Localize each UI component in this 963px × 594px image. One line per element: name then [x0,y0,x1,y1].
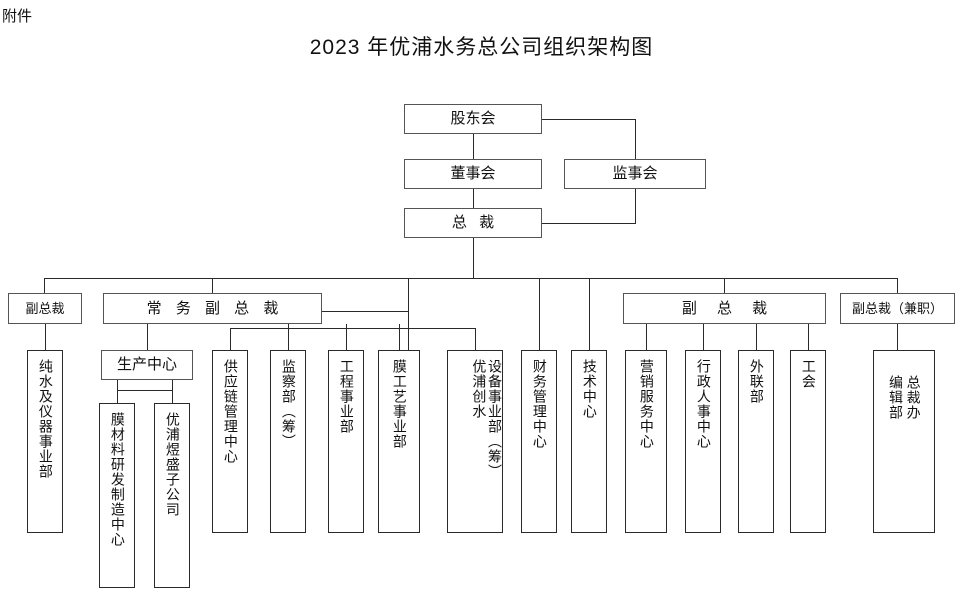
node-shareholders[interactable]: 股东会 [404,104,542,134]
drop-supply-chain [230,328,231,350]
dept-admin-hr-center[interactable]: 行政人事中心 [685,350,721,533]
edge-supervisors-president-v [635,189,636,223]
dept-supervision-department[interactable]: 监察部（筹） [270,350,306,533]
dept-external-liaison-department[interactable]: 外联部 [738,350,774,533]
edge-vp-right-admin-hr [703,324,704,350]
drop-vp-right [724,278,725,293]
edge-shareholders-supervisors-v [635,119,636,159]
dept-equipment-division[interactable]: 设备事业部（筹） 优浦创水 [447,350,503,533]
node-production-center-label: 生产中心 [116,356,177,374]
edge-shareholders-supervisors-h [542,119,636,120]
drop-technology-center [589,278,590,350]
edge-evp-engineering [346,324,347,350]
edge-vp-right-external-liaison [756,324,757,350]
dept-supply-chain-management-center[interactable]: 供应链管理中心 [212,350,248,533]
edge-production-youpu-yusheng [172,380,173,403]
dept-engineering-division[interactable]: 工程事业部 [328,350,364,533]
edge-production-membrane-rd [117,380,118,403]
dept-presidents-office[interactable]: 总裁办 编辑部 [873,350,935,533]
dept-label: 工程事业部 [338,359,355,434]
dept-technology-center[interactable]: 技术中心 [571,350,607,533]
node-vp-concurrent-label: 副总裁（兼职） [851,300,943,316]
edge-evp-membrane-process [399,324,400,350]
dept-pure-water-instrument-division[interactable]: 纯水及仪器事业部 [27,350,63,533]
node-vp-right-label: 副 总 裁 [681,299,776,317]
node-vp-left[interactable]: 副总裁 [8,293,82,324]
dept-label: 财务管理中心 [531,359,548,449]
dept-membrane-process-division[interactable]: 膜工艺事业部 [378,350,420,533]
dept-label: 外联部 [748,359,765,404]
dept-label: 总裁办 [905,375,922,420]
dept-label: 技术中心 [581,359,598,419]
edge-board-president [473,189,474,208]
node-executive-vp[interactable]: 常 务 副 总 裁 [103,293,322,324]
edge-vp-left-pure-water [45,324,46,350]
dept-label: 膜工艺事业部 [391,359,408,449]
drop-vp-concurrent [897,278,898,293]
dept-label-secondary: 编辑部 [888,375,904,420]
edge-evp-production-center [147,324,148,350]
dept-label: 监察部（筹） [280,359,297,449]
dept-label-secondary: 优浦创水 [471,359,488,419]
drop-vp-left [44,278,45,293]
dept-label: 供应链管理中心 [222,359,239,464]
attachment-label: 附件 [2,8,33,25]
edge-production-children-h [117,390,172,391]
node-shareholders-label: 股东会 [450,110,496,128]
drop-equipment-division [475,328,476,350]
dept-marketing-service-center[interactable]: 营销服务中心 [625,350,667,533]
dept-finance-management-center[interactable]: 财务管理中心 [521,350,557,533]
dept-label: 工会 [800,359,817,389]
node-executive-vp-label: 常 务 副 总 裁 [146,299,284,317]
dept-label: 行政人事中心 [695,359,712,449]
sub-bus-left [230,328,476,329]
dept-label: 优浦煜盛子公司 [164,412,181,517]
dept-label: 营销服务中心 [638,359,655,449]
node-vp-concurrent[interactable]: 副总裁（兼职） [840,293,955,324]
page-title: 2023 年优浦水务总公司组织架构图 [309,36,654,59]
drop-executive-vp [212,278,213,293]
node-board-label: 董事会 [450,165,496,183]
main-bus [44,278,898,279]
edge-vp-right-marketing [646,324,647,350]
edge-supervisors-president-h [542,223,636,224]
node-board[interactable]: 董事会 [404,159,542,189]
edge-president-bus [473,238,474,278]
dept-label: 膜材料研发制造中心 [109,412,126,547]
dept-labor-union[interactable]: 工会 [790,350,826,533]
edge-vp-concurrent-presidents-office [897,324,898,350]
dept-label: 纯水及仪器事业部 [37,359,54,479]
node-president[interactable]: 总 裁 [404,208,542,238]
node-vp-right[interactable]: 副 总 裁 [623,293,826,324]
dept-label: 设备事业部（筹） [487,359,503,479]
edge-evp-supervision [288,324,289,350]
node-supervisors[interactable]: 监事会 [564,159,706,189]
edge-shareholders-board [473,134,474,159]
dept-membrane-material-rd-center[interactable]: 膜材料研发制造中心 [99,403,135,588]
node-supervisors-label: 监事会 [612,165,658,183]
dept-youpu-yusheng-subsidiary[interactable]: 优浦煜盛子公司 [154,403,190,588]
edge-evp-subbus-h [322,311,409,312]
edge-vp-right-labor-union [808,324,809,350]
edge-evp-subbus-v [408,278,409,350]
node-production-center[interactable]: 生产中心 [101,350,193,380]
node-president-label: 总 裁 [451,214,499,232]
node-vp-left-label: 副总裁 [25,300,65,316]
drop-finance-management-center [539,278,540,350]
